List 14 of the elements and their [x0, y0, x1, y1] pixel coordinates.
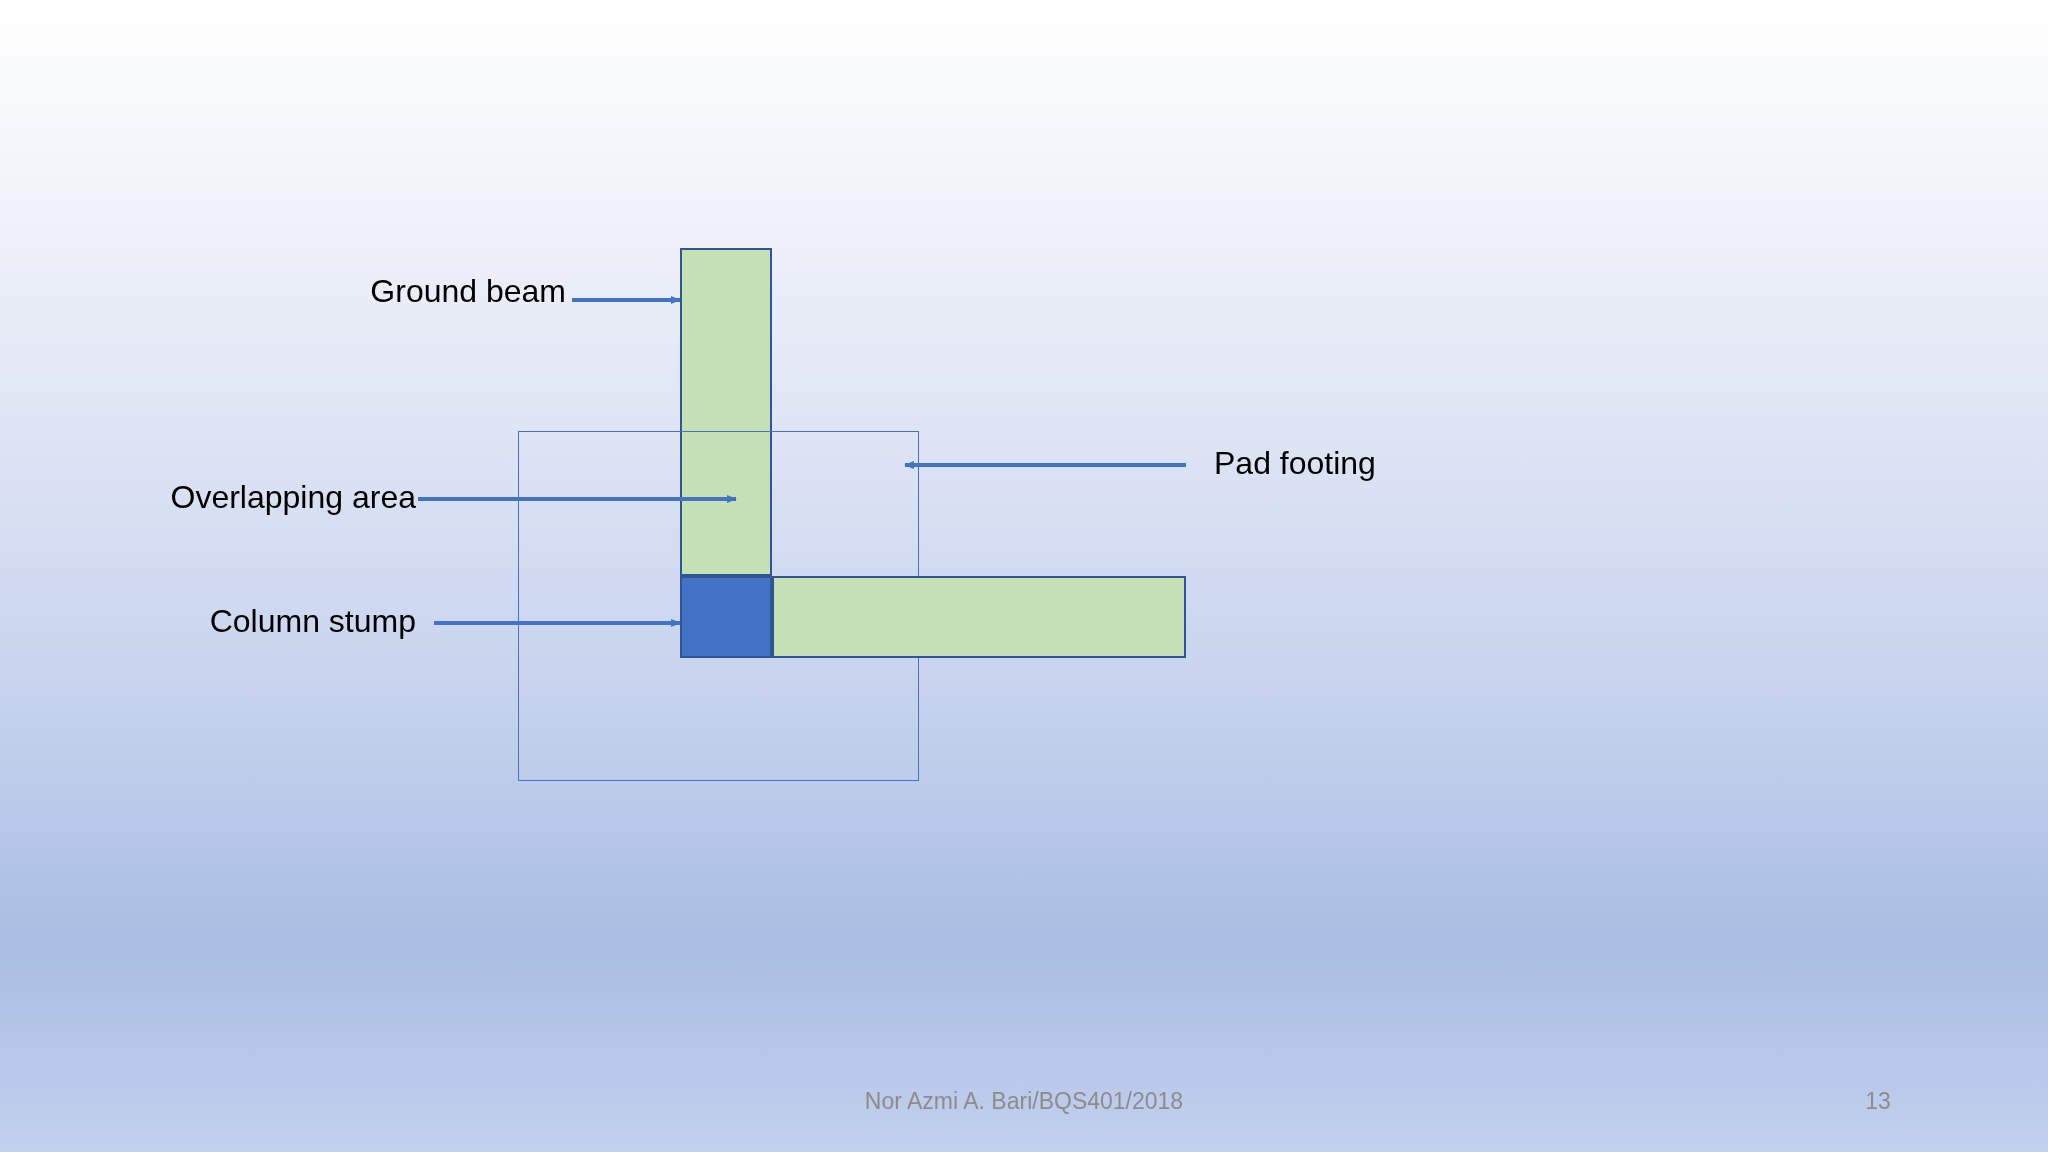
arrow [418, 495, 737, 503]
arrow [434, 619, 681, 627]
ground-beam-rect [772, 576, 1186, 658]
column-stump-square [680, 576, 772, 658]
callout-label: Pad footing [1214, 447, 1376, 479]
page-number: 13 [1864, 1087, 1892, 1116]
pad-footing-outline [518, 431, 919, 781]
callout-label: Overlapping area [170, 481, 416, 513]
arrow [572, 296, 681, 304]
footer-text: Nor Azmi A. Bari/BQS401/2018 [863, 1087, 1185, 1116]
callout-label: Ground beam [370, 275, 566, 307]
callout-label: Column stump [209, 605, 416, 637]
arrow [904, 461, 1186, 469]
ground-beam-rect [680, 248, 772, 576]
